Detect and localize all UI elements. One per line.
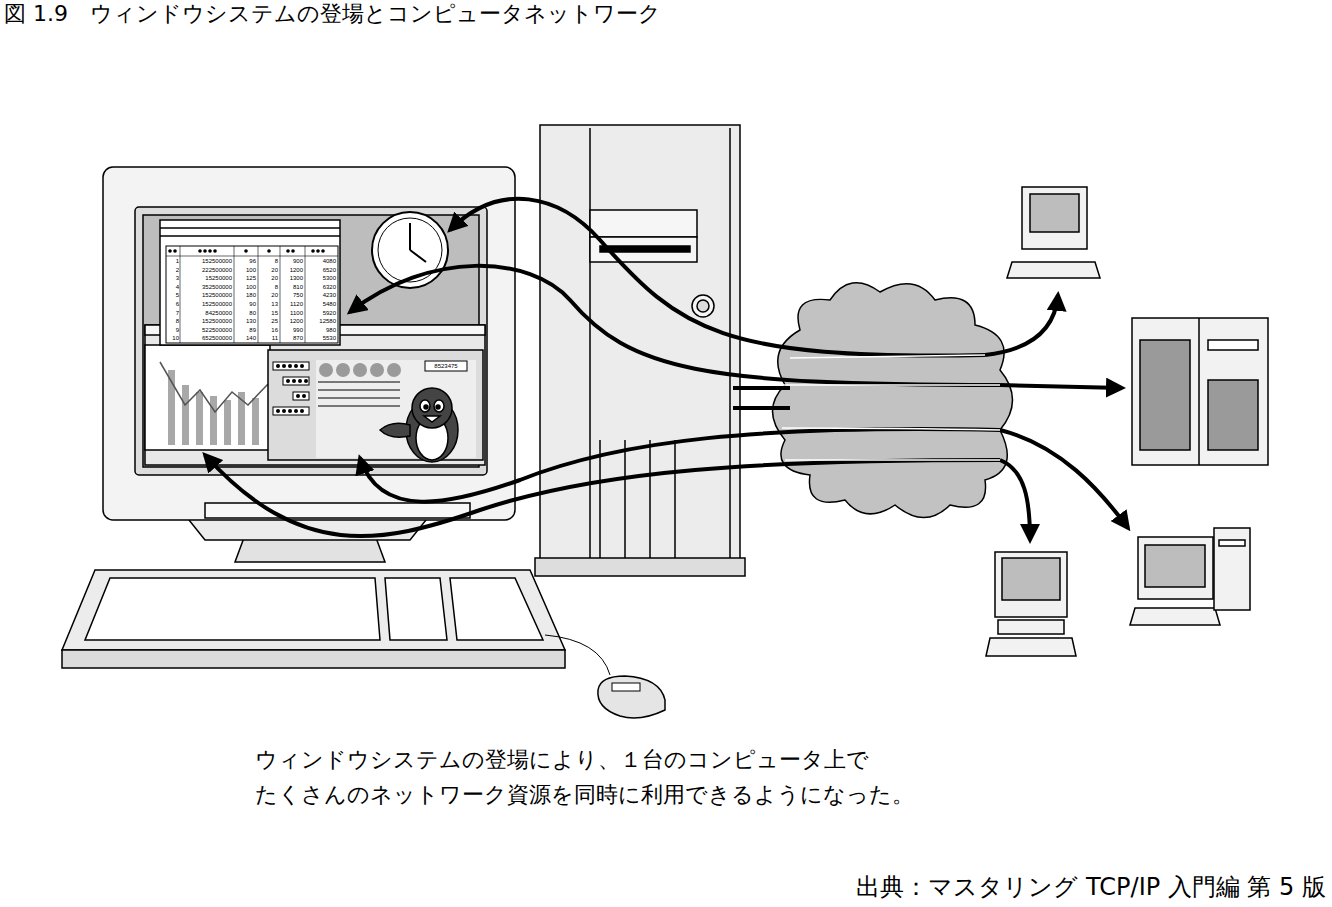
table-cell: 100 <box>235 283 256 291</box>
table-cell: 15 <box>259 309 278 317</box>
table-cell: 10 <box>168 334 179 342</box>
table-cell: 16 <box>259 326 278 334</box>
table-cell: 152500000 <box>181 257 232 265</box>
table-cell: 80 <box>235 309 256 317</box>
table-cell: 9 <box>168 326 179 334</box>
table-cell: 11 <box>259 334 278 342</box>
table-cell: 140 <box>235 334 256 342</box>
table-cell: 8 <box>259 257 278 265</box>
table-cell: 6520 <box>306 266 336 274</box>
table-cell: 12580 <box>306 317 336 325</box>
table-cell: 8 <box>168 317 179 325</box>
table-cell: 1120 <box>281 300 303 308</box>
table-cell: 990 <box>281 326 303 334</box>
table-cell: 96 <box>235 257 256 265</box>
table-cell: 20 <box>259 266 278 274</box>
table-cell: 4230 <box>306 291 336 299</box>
table-cell: 100 <box>235 266 256 274</box>
table-cell: 152500000 <box>181 317 232 325</box>
penguin <box>380 388 458 462</box>
table-cell: 750 <box>281 291 303 299</box>
table-cell: 4 <box>168 283 179 291</box>
table-cell: 125 <box>235 274 256 282</box>
data-flow-arrows <box>205 199 1128 540</box>
table-cell: 152500000 <box>181 291 232 299</box>
table-cell: 5 <box>168 291 179 299</box>
table-cell: 810 <box>281 283 303 291</box>
table-cell: 152500000 <box>181 300 232 308</box>
table-cell: 5480 <box>306 300 336 308</box>
table-cell: 1200 <box>281 317 303 325</box>
table-cell: 522500000 <box>181 326 232 334</box>
table-cell: 1 <box>168 257 179 265</box>
table-cell: 1200 <box>281 266 303 274</box>
table-cell: 900 <box>281 257 303 265</box>
figure-title: 図 1.9 ウィンドウシステムの登場とコンピュータネットワーク <box>4 0 661 28</box>
keyboard <box>62 570 665 718</box>
table-cell: 222500000 <box>181 266 232 274</box>
table-cell: 5530 <box>306 334 336 342</box>
table-cell: 4080 <box>306 257 336 265</box>
table-cell: 7 <box>168 309 179 317</box>
table-cell: 870 <box>281 334 303 342</box>
remote-computers <box>986 187 1268 656</box>
table-cell: 352500000 <box>181 283 232 291</box>
value-field: 8523475 <box>426 362 466 370</box>
source-note: 出典：マスタリング TCP/IP 入門編 第 5 版 <box>856 872 1326 902</box>
table-cell: 130 <box>235 317 256 325</box>
figure-caption: ウィンドウシステムの登場により、１台のコンピュータ上で たくさんのネットワーク資… <box>255 742 955 812</box>
table-cell: 20 <box>259 291 278 299</box>
table-cell: 180 <box>235 291 256 299</box>
table-cell: 3 <box>168 274 179 282</box>
table-cell: 90 <box>235 300 256 308</box>
table-cell: 20 <box>259 274 278 282</box>
table-cell: 6320 <box>306 283 336 291</box>
table-cell: 84250000 <box>181 309 232 317</box>
table-cell: 25 <box>259 317 278 325</box>
network-cloud <box>773 283 1013 518</box>
table-cell: 8 <box>259 283 278 291</box>
table-cell: 89 <box>235 326 256 334</box>
table-cell: 1100 <box>281 309 303 317</box>
table-cell: 652500000 <box>181 334 232 342</box>
table-cell: 6 <box>168 300 179 308</box>
table-cell: 2 <box>168 266 179 274</box>
table-cell: 5920 <box>306 309 336 317</box>
table-cell: 1300 <box>281 274 303 282</box>
table-cell: 13 <box>259 300 278 308</box>
table-cell: 980 <box>306 326 336 334</box>
table-cell: 5300 <box>306 274 336 282</box>
table-cell: 15250000 <box>181 274 232 282</box>
